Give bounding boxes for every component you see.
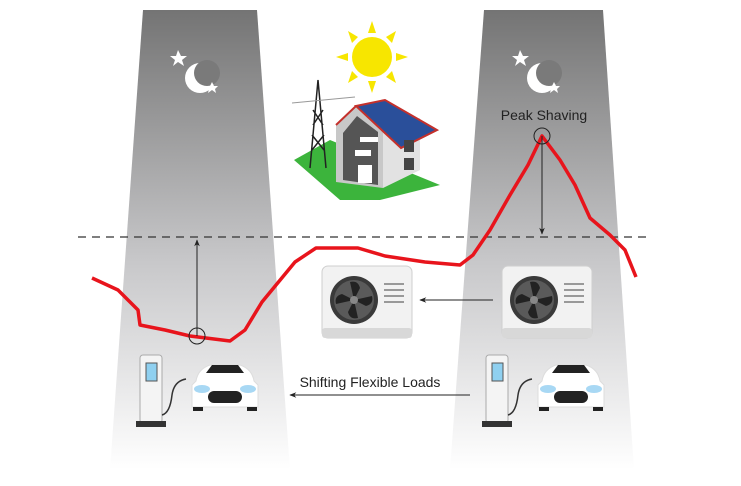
house-solar-icon <box>291 79 440 200</box>
sun-icon <box>336 21 408 93</box>
air-conditioner-icon <box>321 265 413 339</box>
load-curve <box>91 134 638 343</box>
air-conditioner-icon <box>501 265 593 339</box>
peak-shaving-label: Peak Shaving <box>501 107 587 123</box>
power-tower-icon <box>291 79 356 169</box>
shifting-loads-label: Shifting Flexible Loads <box>300 374 441 390</box>
